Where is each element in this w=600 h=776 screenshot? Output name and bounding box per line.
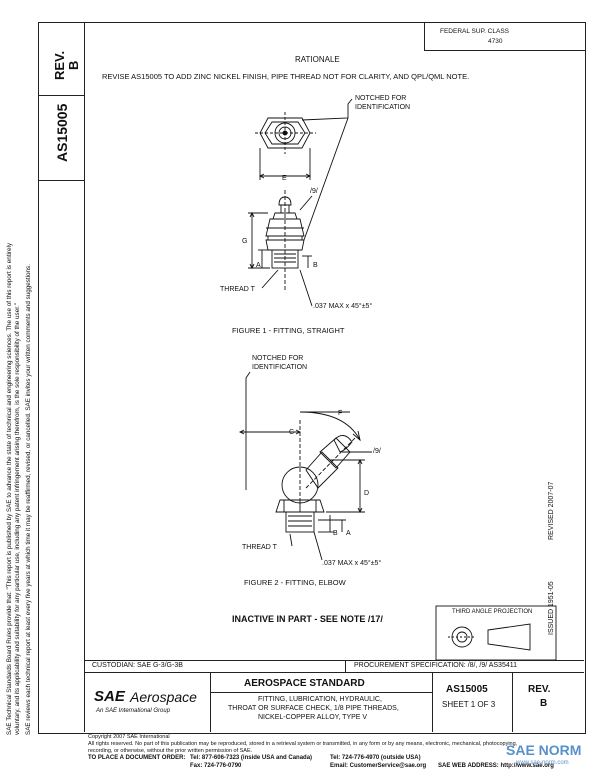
fig1-notch-label: NOTCHED FOR bbox=[355, 95, 407, 102]
fig2-dim-b: B bbox=[333, 530, 338, 537]
inactive-note: INACTIVE IN PART - SEE NOTE /17/ bbox=[232, 614, 383, 624]
fig2-thread: THREAD T bbox=[242, 544, 277, 551]
fig2-caption: FIGURE 2 - FITTING, ELBOW bbox=[244, 578, 346, 587]
fig2-dim-d: D bbox=[364, 490, 370, 497]
standard-title: AEROSPACE STANDARD bbox=[244, 678, 365, 689]
fig2-note-9: /9/ bbox=[373, 448, 381, 455]
title-block-split3 bbox=[512, 672, 513, 732]
fig2-notch-label: NOTCHED FOR bbox=[252, 355, 304, 362]
projection-label: THIRD ANGLE PROJECTION bbox=[452, 609, 533, 615]
fig1-dim-b: B bbox=[313, 262, 318, 269]
rev-value: B bbox=[540, 698, 548, 709]
procurement-text: PROCUREMENT SPECIFICATION: /8/, /9/ AS35… bbox=[354, 662, 517, 669]
fed-sup-label: FEDERAL SUP. CLASS bbox=[440, 28, 509, 35]
fig1-chamfer: .037 MAX x 45°±5° bbox=[313, 303, 373, 310]
fig2-dim-a: A bbox=[346, 530, 351, 537]
title-block-hline bbox=[210, 692, 432, 693]
custodian-text: CUSTODIAN: SAE G-3/G-3B bbox=[92, 662, 183, 669]
fig1-dim-g: G bbox=[242, 238, 248, 245]
rationale-text: REVISE AS15005 TO ADD ZINC NICKEL FINISH… bbox=[102, 72, 470, 81]
email: Email: CustomerService@sae.org bbox=[330, 763, 427, 769]
doc-number: AS15005 bbox=[446, 684, 488, 695]
sheet-number: SHEET 1 OF 3 bbox=[442, 700, 496, 709]
left-strip-divider bbox=[84, 22, 85, 732]
rights2: recording, or otherwise, without the pri… bbox=[88, 748, 253, 754]
tel-outside: Tel: 724-776-4970 (outside USA) bbox=[330, 755, 421, 761]
custodian-split bbox=[345, 660, 346, 672]
title-block-split2 bbox=[432, 672, 433, 732]
desc-line1: FITTING, LUBRICATION, HYDRAULIC, bbox=[258, 696, 382, 703]
sae-logo-aero: Aerospace bbox=[130, 689, 197, 705]
desc-line3: NICKEL-COPPER ALLOY, TYPE V bbox=[258, 714, 368, 721]
page-border bbox=[38, 22, 586, 734]
left-strip-rev-divider bbox=[38, 95, 84, 96]
fig1-side-view bbox=[248, 117, 349, 307]
sae-logo-text: SAE bbox=[94, 688, 125, 705]
issued-date: ISSUED 1951-05 bbox=[548, 581, 555, 635]
fig2-dim-c: C bbox=[289, 429, 295, 436]
fig1-hex-view bbox=[255, 98, 353, 180]
fig1-notch-label2: IDENTIFICATION bbox=[355, 104, 411, 111]
fig1-dim-a: A bbox=[256, 262, 261, 269]
rationale-title: RATIONALE bbox=[295, 55, 340, 64]
rev-label: REV. bbox=[528, 684, 551, 695]
order-label: TO PLACE A DOCUMENT ORDER: bbox=[88, 755, 186, 761]
revised-date: REVISED 2007-07 bbox=[548, 481, 555, 540]
fed-sup-box bbox=[424, 22, 585, 51]
fig2-dim-f: F bbox=[338, 410, 343, 417]
left-strip-doc-divider bbox=[38, 180, 84, 181]
sae-logo-sub: An SAE International Group bbox=[96, 708, 171, 714]
rights: All rights reserved. No part of this pub… bbox=[88, 741, 518, 747]
fed-sup-code: 4730 bbox=[488, 38, 503, 45]
custodian-divider bbox=[84, 660, 584, 661]
fig2-chamfer: .037 MAX x 45°±5° bbox=[322, 560, 382, 567]
fig1-thread: THREAD T bbox=[220, 286, 255, 293]
fig2-notch-label2: IDENTIFICATION bbox=[252, 364, 308, 371]
fig1-caption: FIGURE 1 - FITTING, STRAIGHT bbox=[232, 326, 345, 335]
desc-line2: THROAT OR SURFACE CHECK, 1/8 PIPE THREAD… bbox=[228, 705, 399, 712]
fig2-elbow-view bbox=[238, 371, 372, 561]
watermark-mark: SAE NORM bbox=[506, 742, 582, 758]
copyright: Copyright 2007 SAE International bbox=[88, 734, 170, 740]
title-block-split1 bbox=[210, 672, 211, 732]
fig1-note-9: /9/ bbox=[310, 188, 318, 195]
tel-inside: Tel: 877-606-7323 (inside USA and Canada… bbox=[190, 755, 313, 761]
custodian-bottom bbox=[84, 672, 584, 673]
fig1-dim-e: E bbox=[282, 175, 287, 182]
web-address: SAE WEB ADDRESS: http://www.sae.org bbox=[438, 763, 554, 769]
fax: Fax: 724-776-0790 bbox=[190, 763, 242, 769]
watermark-url: www.sae-norm.com bbox=[516, 760, 569, 766]
